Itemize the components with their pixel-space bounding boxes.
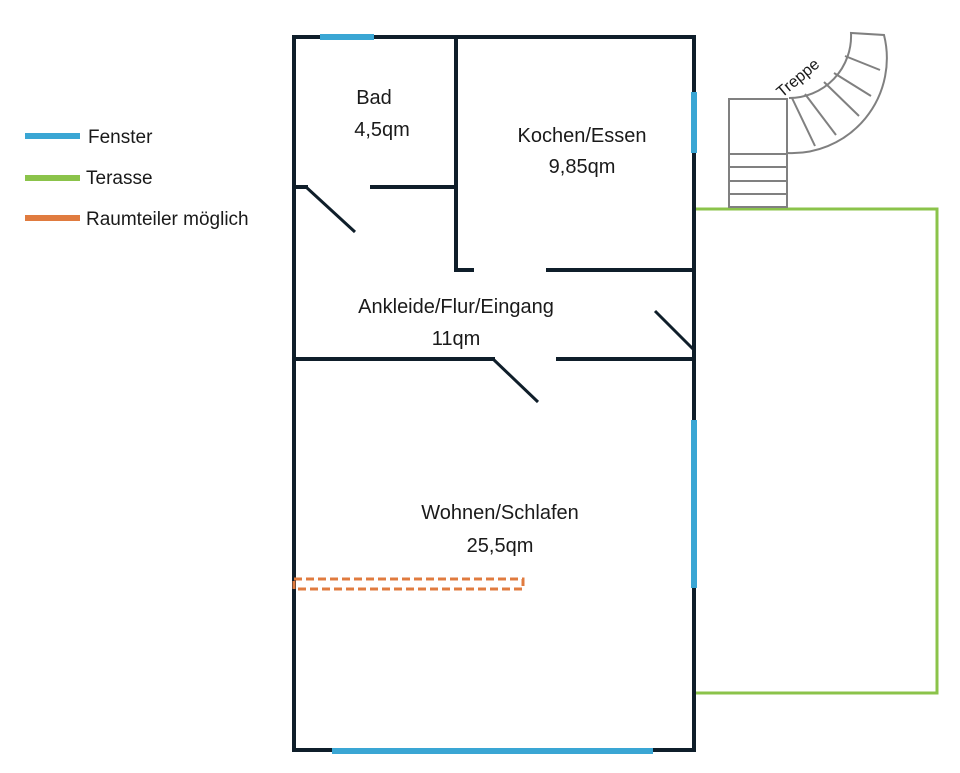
room-bad-name: Bad [356, 87, 392, 109]
door-wohnen [491, 357, 540, 404]
stairs-label: Treppe [774, 56, 823, 101]
room-flur-name: Ankleide/Flur/Eingang [358, 296, 554, 318]
legend-terrace-label: Terasse [86, 168, 153, 189]
stair-step [791, 97, 816, 147]
room-flur-area: 11qm [432, 328, 481, 350]
room-wohnen-area: 25,5qm [467, 535, 534, 557]
legend: Fenster Terasse Raumteiler möglich [25, 127, 249, 230]
room-divider-option [292, 577, 525, 591]
doors [304, 185, 696, 404]
stair-step [804, 93, 837, 136]
stairs: Treppe [728, 31, 888, 208]
stair-step [833, 72, 872, 97]
legend-divider-label: Raumteiler möglich [86, 209, 249, 230]
room-kitchen-area: 9,85qm [549, 156, 616, 178]
door-entrance [653, 309, 696, 352]
stair-step [823, 81, 860, 117]
legend-window-label: Fenster [88, 127, 153, 148]
door-bad [304, 185, 357, 234]
stair-spiral [786, 31, 888, 155]
room-bad-area: 4,5qm [354, 119, 410, 141]
stair-step [844, 55, 881, 71]
interior-walls [292, 35, 696, 361]
windows [320, 34, 697, 754]
terrace-outline [694, 207, 939, 695]
room-kitchen-name: Kochen/Essen [518, 125, 647, 147]
room-wohnen-name: Wohnen/Schlafen [421, 502, 579, 524]
